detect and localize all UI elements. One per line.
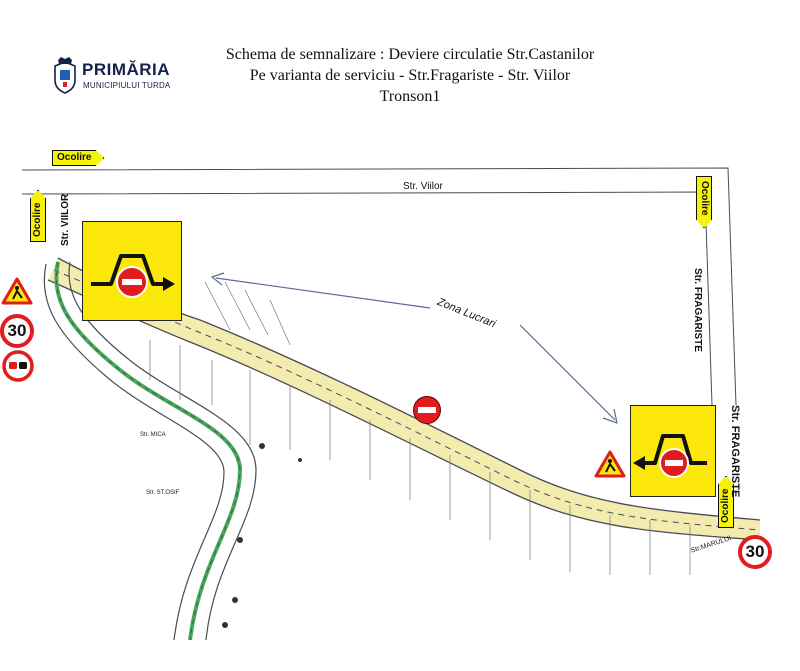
title-line-1: Schema de semnalizare : Deviere circulat…	[225, 46, 595, 63]
speed-limit-icon: 30	[738, 535, 772, 569]
title-line-3: Tronson1	[379, 88, 441, 105]
ocolire-label-right: Ocolire	[696, 176, 712, 228]
logo-subtitle: MUNICIPIULUI TURDA	[83, 81, 171, 90]
no-entry-icon	[413, 396, 441, 424]
street-label-fragariste-upper: Str. FRAGARISTE	[692, 268, 703, 352]
street-label-fragariste-lower: Str. FRAGARISTE	[729, 405, 741, 498]
no-overtaking-icon	[2, 350, 34, 382]
roadside-dots	[222, 443, 302, 628]
detour-panel-left	[82, 221, 182, 321]
speed-limit-icon: 30	[0, 314, 34, 348]
detour-arrow-icon	[633, 434, 707, 478]
ocolire-label-left: Ocolire	[30, 190, 46, 242]
street-label-viilor-vertical: Str. VIILOR	[60, 193, 71, 246]
ocolire-label-top: Ocolire	[52, 150, 104, 166]
logo-name: PRIMĂRIA	[82, 60, 171, 79]
zona-lucrari-arrows	[210, 272, 618, 424]
km-markers	[149, 281, 691, 575]
diagram-title: Schema de semnalizare : Deviere circulat…	[150, 44, 670, 107]
street-label-viilor: Str. Viilor	[403, 181, 443, 192]
street-label-mica: Str. MICA	[140, 432, 166, 438]
crest-icon	[54, 57, 76, 94]
municipality-logo: PRIMĂRIA MUNICIPIULUI TURDA	[52, 56, 182, 100]
road-works-icon	[1, 277, 33, 305]
title-line-2: Pe varianta de serviciu - Str.Fragariste…	[249, 67, 571, 84]
detour-panel-right	[630, 405, 716, 497]
detour-arrow-icon	[91, 254, 175, 298]
street-label-iosif: Str. ST.OSIF	[146, 490, 180, 496]
road-works-icon	[594, 450, 626, 478]
